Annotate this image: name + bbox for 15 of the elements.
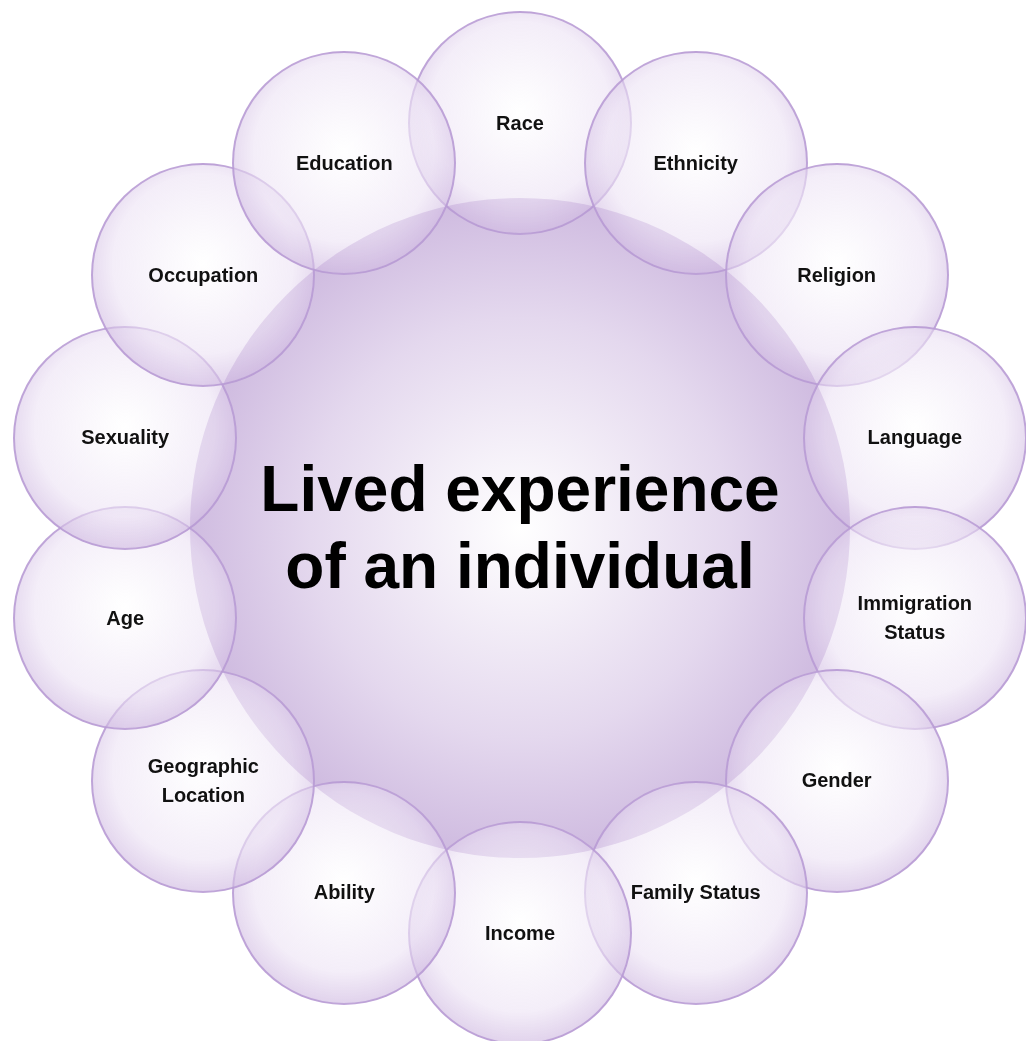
topic-label: Gender — [801, 768, 872, 793]
topic-label: Immigration Status — [856, 591, 974, 646]
topic-label: Sexuality — [81, 425, 170, 451]
topic-label: Age — [106, 605, 145, 631]
topic-label: Education — [295, 150, 393, 176]
topic-label: Ability — [313, 880, 375, 906]
topic-label: Race — [496, 110, 544, 136]
topic-label: Ethnicity — [653, 150, 738, 176]
topic-label: Religion — [797, 263, 877, 288]
topic-label: Family Status — [630, 880, 761, 906]
topic-label: Geographic Location — [146, 753, 260, 808]
topic-label: Language — [867, 425, 963, 451]
topic-label: Income — [485, 920, 555, 946]
topic-label: Occupation — [148, 263, 259, 288]
central-label: Lived experience of an individual — [260, 452, 780, 604]
